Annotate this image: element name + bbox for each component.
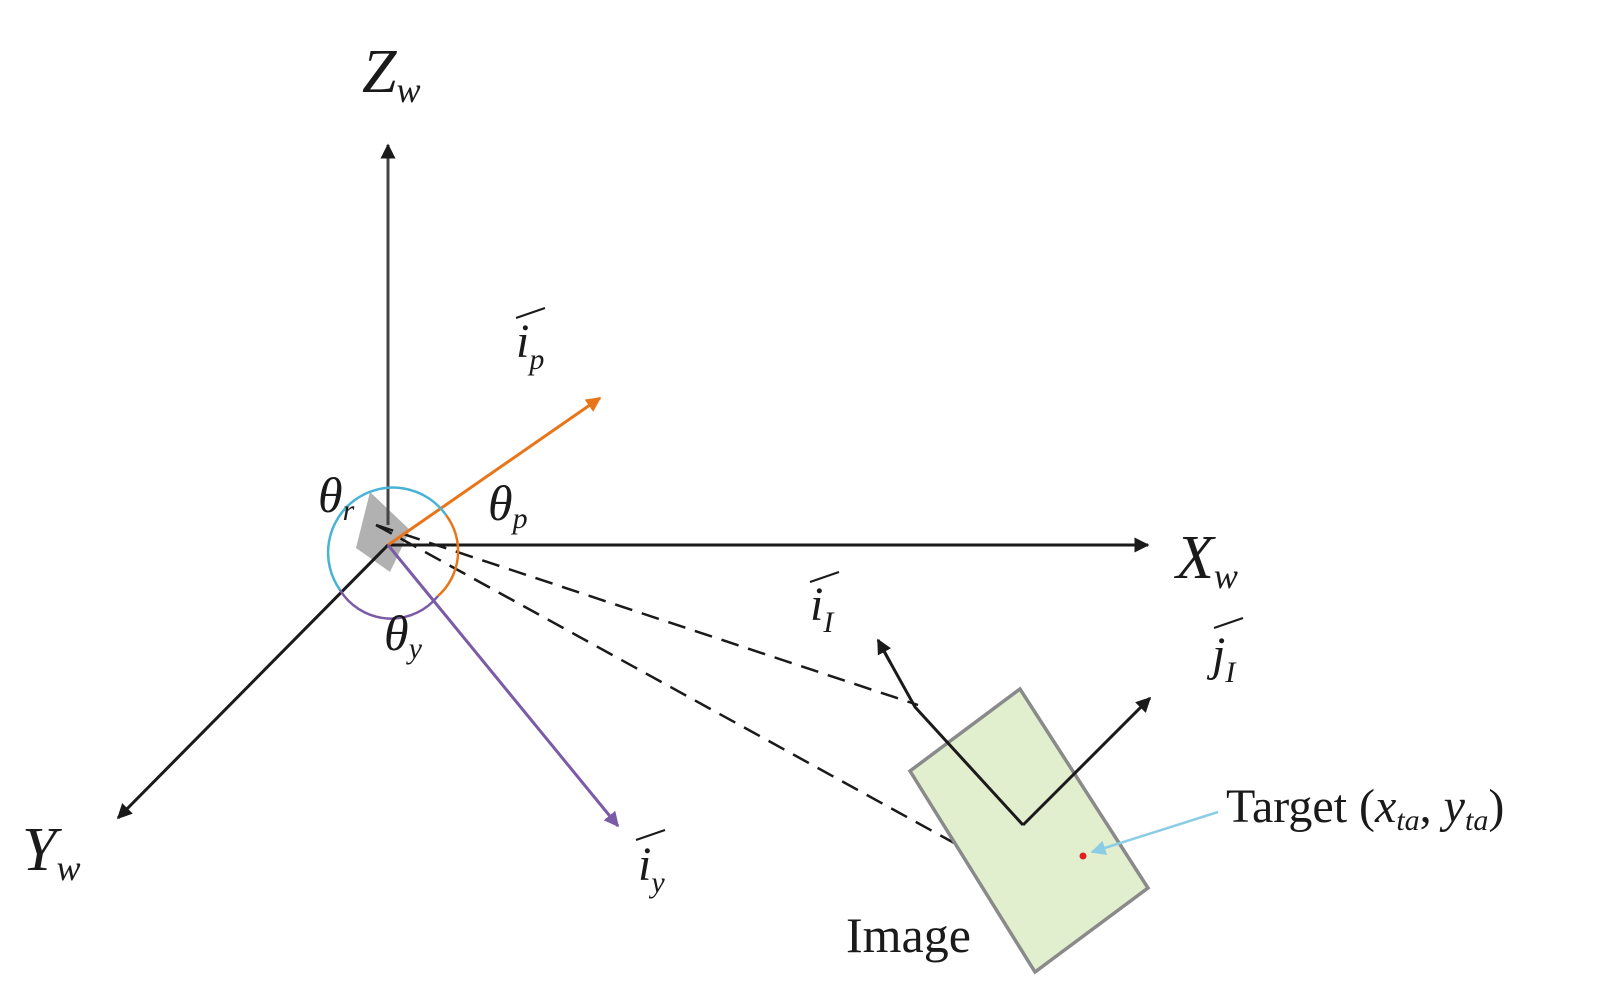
target-pointer-arrow [1090, 810, 1219, 856]
svg-text:iI: iI [810, 578, 835, 639]
pitch-angle-label: θp [488, 475, 528, 535]
pitch-angle-arc [437, 514, 460, 597]
pitch-vector [387, 396, 602, 547]
image-label: Image [846, 907, 971, 963]
origin-shade [356, 492, 410, 572]
image-frame-i-arrowhead [876, 638, 892, 663]
svg-text:ip: ip [516, 315, 544, 376]
z-axis-label: Zw [362, 38, 421, 110]
y-axis [116, 543, 390, 820]
image-frame-i-vector [878, 643, 1025, 827]
yaw-vector-label: iy [635, 829, 665, 899]
pitch-vector-label: ip [515, 307, 546, 376]
svg-text:iy: iy [638, 838, 665, 899]
image-frame-j-vector [1021, 696, 1152, 827]
image-i-vector-label: iI [809, 571, 840, 639]
y-axis-label: Yw [22, 816, 81, 888]
yaw-angle-arc [338, 589, 439, 620]
image-j-vector-label: jI [1206, 617, 1244, 689]
projection-line-upper [375, 523, 919, 707]
roll-angle-label: θr [318, 467, 355, 527]
roll-angle-arc [326, 486, 448, 591]
image-plane [907, 686, 1151, 975]
x-axis-label: Xw [1173, 524, 1238, 596]
yaw-angle-label: θy [384, 605, 423, 665]
target-label: Target (xta, yta) [1226, 780, 1504, 837]
svg-text:jI: jI [1206, 628, 1237, 689]
yaw-vector [386, 544, 620, 828]
target-point [1079, 852, 1087, 860]
